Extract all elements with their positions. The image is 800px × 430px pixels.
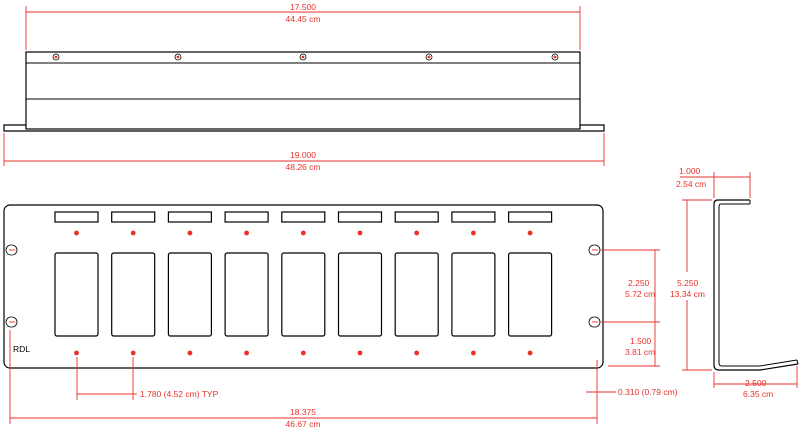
front-width-in: 18.375: [290, 407, 316, 417]
screw-center: [553, 55, 557, 59]
hole-span-in: 2.250: [628, 278, 650, 288]
mount-hole-top: [414, 230, 420, 236]
module-cutout: [281, 252, 326, 337]
mount-hole-top: [130, 230, 136, 236]
module-cutout: [451, 252, 496, 337]
top-vent-slot: [508, 211, 553, 223]
mount-hole-top: [300, 230, 306, 236]
mount-hole-top: [244, 230, 250, 236]
side-bottom-in: 2.500: [745, 378, 767, 388]
top-vent-slot: [451, 211, 496, 223]
mount-hole-bottom: [414, 350, 420, 356]
mount-hole-bottom: [357, 350, 363, 356]
screw-center: [176, 55, 180, 59]
screw-center: [54, 55, 58, 59]
module-cutout: [54, 252, 99, 337]
mount-hole-top: [527, 230, 533, 236]
module-cutout: [394, 252, 439, 337]
screw-center: [301, 55, 305, 59]
front-panel: [3, 204, 604, 369]
mount-hole-bottom: [471, 350, 476, 356]
side-height-cm: 13.34 cm: [670, 289, 705, 299]
module-cutout: [224, 252, 269, 337]
spacing-label: 1.780 (4.52 cm) TYP: [140, 389, 219, 399]
brand-label: RDL: [13, 344, 30, 354]
hole-span-cm: 5.72 cm: [625, 289, 655, 299]
top-width-cm: 44.45 cm: [286, 14, 321, 24]
side-top-in: 1.000: [679, 166, 701, 176]
module-cutout: [167, 252, 212, 337]
mount-hole-top: [74, 230, 79, 236]
chassis-top-body: [25, 51, 581, 130]
mount-hole-top: [187, 230, 193, 236]
module-slots: [54, 211, 553, 356]
top-vent-slot: [54, 211, 99, 223]
side-top-cm: 2.54 cm: [676, 179, 706, 189]
mount-hole-bottom: [74, 350, 79, 356]
top-vent-slot: [337, 211, 383, 223]
mount-hole-bottom: [244, 350, 250, 356]
edge-offset-label: 0.310 (0.79 cm): [618, 387, 678, 397]
top-vent-slot: [111, 211, 156, 223]
mount-hole-top: [471, 230, 476, 236]
top-vent-slot: [394, 211, 439, 223]
top-screws: [52, 53, 559, 61]
top-vent-slot: [167, 211, 212, 223]
mount-hole-bottom: [130, 350, 136, 356]
front-width-cm: 46.67 cm: [286, 419, 321, 429]
side-bracket-inner: [718, 203, 798, 367]
module-cutout: [508, 252, 553, 337]
mount-hole-bottom: [300, 350, 306, 356]
side-height-in: 5.250: [677, 278, 699, 288]
bracket-bottom-end: [796, 359, 799, 365]
mount-hole-top: [357, 230, 363, 236]
side-bottom-cm: 6.35 cm: [743, 389, 773, 399]
top-vent-slot: [224, 211, 269, 223]
side-bracket-profile: [713, 199, 799, 371]
module-cutout: [337, 252, 383, 337]
module-cutout: [111, 252, 156, 337]
mount-hole-bottom: [527, 350, 533, 356]
front-view: RDL 1.780 (4.52 cm) TYP 0.310 (0.79 cm) …: [3, 204, 678, 429]
rack-ear-strip: [3, 124, 605, 132]
side-view: 1.000 2.54 cm 5.250 13.34 cm 2.500 6.35 …: [670, 166, 799, 399]
mount-hole-bottom: [187, 350, 193, 356]
rack-mount-slots: [5, 244, 601, 328]
top-width-in: 17.500: [290, 2, 316, 12]
top-vent-slot: [281, 211, 326, 223]
overall-width-in: 19.000: [290, 150, 316, 160]
overall-width-cm: 48.26 cm: [286, 162, 321, 172]
screw-center: [427, 55, 431, 59]
hole-bottom-in: 1.500: [630, 336, 652, 346]
top-view: 17.500 44.45 cm 19.000 48.26 cm: [3, 2, 605, 172]
hole-bottom-cm: 3.81 cm: [625, 347, 655, 357]
